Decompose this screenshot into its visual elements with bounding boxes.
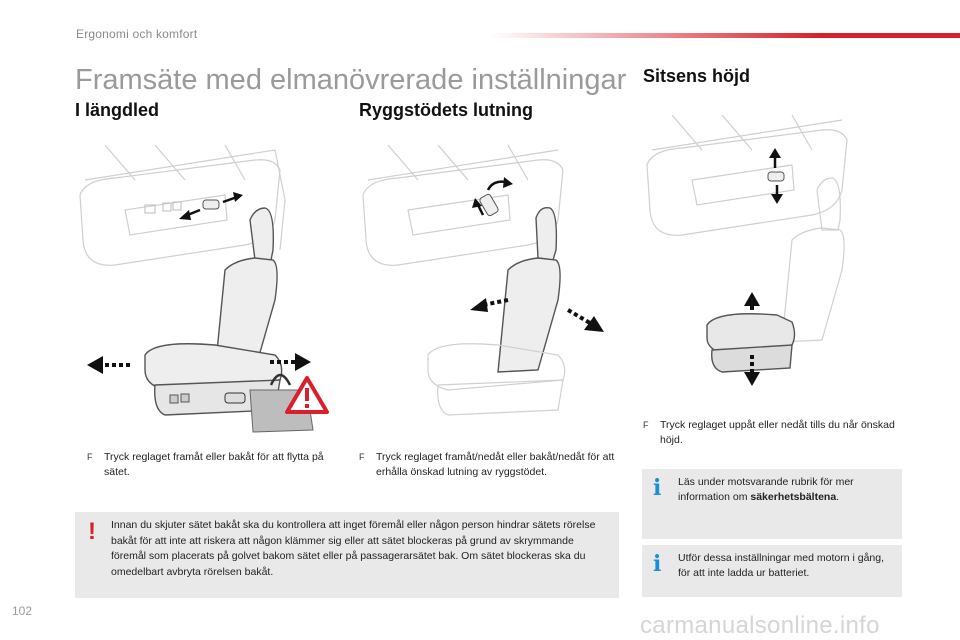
bullet-langd-text: Tryck reglaget framåt eller bakåt för at…	[104, 451, 324, 478]
backrest-tilt-illustration	[358, 140, 628, 440]
bullet-glyph: F	[359, 452, 365, 462]
info-text: Läs under motsvarande rubrik för mer inf…	[678, 476, 854, 503]
bullet-sits: F Tryck reglaget uppåt eller nedåt tills…	[643, 418, 908, 448]
warning-text: Innan du skjuter sätet bakåt ska du kont…	[111, 519, 596, 578]
arrow-tilt-forward-icon	[476, 204, 485, 216]
heading-rygg: Ryggstödets lutning	[359, 100, 533, 120]
bullet-rygg: F Tryck reglaget framåt/nedåt eller bakå…	[359, 450, 629, 480]
page-number: 102	[12, 604, 33, 618]
seat-switch-icon	[144, 199, 220, 214]
heading-sits: Sitsens höjd	[643, 66, 751, 86]
info-box-seatbelts: i Läs under motsvarande rubrik för mer i…	[642, 469, 902, 539]
warning-triangle-icon	[285, 376, 329, 414]
watermark: carmanualsonline.info	[640, 612, 880, 639]
bullet-glyph: F	[87, 452, 93, 462]
seat-longitudinal-illustration	[75, 140, 345, 440]
seat-height-illustration	[642, 110, 912, 400]
info-box-engine: i Utför dessa inställningar med motorn i…	[642, 545, 902, 597]
info-icon: i	[653, 551, 662, 577]
header-section: Ergonomi och komfort	[76, 27, 198, 41]
bullet-sits-text: Tryck reglaget uppåt eller nedåt tills d…	[660, 419, 895, 446]
info-link-seatbelts: säkerhetsbältena	[750, 491, 837, 503]
info-icon: i	[653, 475, 662, 501]
bullet-rygg-text: Tryck reglaget framåt/nedåt eller bakåt/…	[376, 451, 615, 478]
bullet-langd: F Tryck reglaget framåt eller bakåt för …	[87, 450, 327, 480]
page-title: Framsäte med elmanövrerade inställningar	[75, 64, 627, 96]
info-text: Utför dessa inställningar med motorn i g…	[678, 552, 885, 579]
warning-box: ! Innan du skjuter sätet bakåt ska du ko…	[75, 512, 619, 598]
arrow-lower-right-dashed-icon	[566, 308, 592, 325]
header-accent-rule	[490, 33, 960, 38]
bullet-glyph: F	[643, 420, 649, 430]
arrow-upper-left-dashed-icon	[482, 298, 509, 307]
heading-langd: I längdled	[75, 100, 160, 120]
warning-exclamation-icon: !	[88, 518, 96, 545]
